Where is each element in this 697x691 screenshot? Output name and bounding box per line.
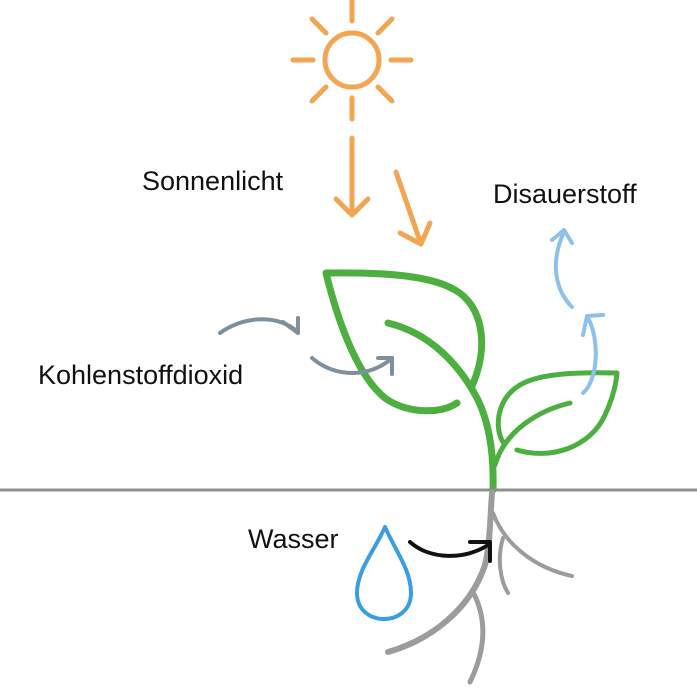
sunlight-arrow-icon [393, 169, 433, 247]
water-arrow-icon [408, 540, 492, 563]
small-leaf-icon [492, 370, 620, 468]
roots-icon [385, 490, 574, 685]
sunlight-arrow-icon [333, 135, 371, 218]
co2-arrow-icon [218, 316, 394, 376]
water-drop-icon [355, 525, 413, 621]
oxygen-label: Disauerstoff [493, 179, 637, 209]
sun-icon [290, 0, 414, 122]
co2-label: Kohlenstoffdioxid [38, 360, 244, 390]
water-label: Wasser [248, 524, 339, 554]
large-leaf-icon [322, 269, 497, 494]
oxygen-arrow-icon [550, 228, 605, 395]
sunlight-label: Sonnenlicht [142, 166, 284, 196]
